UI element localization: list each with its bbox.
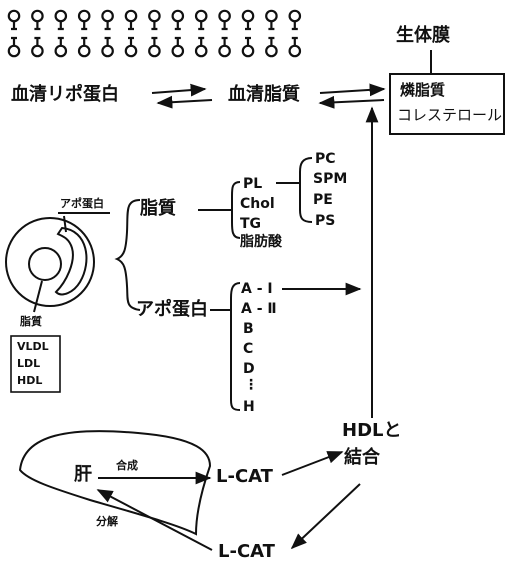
lipid-head-bottom xyxy=(32,46,42,56)
hdl-binding-line2: 結合 xyxy=(344,449,380,467)
lipid-head-top xyxy=(56,11,66,21)
phospholipid-brace xyxy=(276,158,312,222)
apoprotein-c: C xyxy=(243,342,253,356)
lipid-head-top xyxy=(290,11,300,21)
lipid-tail-top xyxy=(268,21,274,29)
lipid-tail-top xyxy=(58,21,64,29)
membrane-cholesterol: コレステロール xyxy=(397,108,502,123)
lipid-head-bottom xyxy=(56,46,66,56)
lipid-tail-top xyxy=(11,21,17,29)
lipoprotein-class-hdl: HDL xyxy=(17,375,42,386)
lipid-head-top xyxy=(243,11,253,21)
liver-label: 肝 xyxy=(74,466,92,484)
branch-lipid: 脂質 xyxy=(140,200,176,218)
serum-lipid-label: 血清脂質 xyxy=(228,86,300,104)
lipid-head-bottom xyxy=(266,46,276,56)
lipid-head-bottom xyxy=(219,46,229,56)
lipid-tail-top xyxy=(105,21,111,29)
lipid-tail-top xyxy=(292,21,298,29)
lipid-tail-top xyxy=(81,21,87,29)
phospholipid-spm: SPM xyxy=(313,172,347,186)
lipid-tail-top xyxy=(198,21,204,29)
lipid-head-top xyxy=(266,11,276,21)
lipid-tail-top xyxy=(128,21,134,29)
lipid-head-bottom xyxy=(149,46,159,56)
lipid-head-bottom xyxy=(126,46,136,56)
lipid-head-bottom xyxy=(196,46,206,56)
hdl-to-lcat-arrow xyxy=(292,484,360,548)
equilibrium-arrow-1 xyxy=(152,89,212,103)
main-brace xyxy=(117,200,140,310)
lipoprotein-class-vldl: VLDL xyxy=(17,341,49,352)
lipid-head-bottom xyxy=(290,46,300,56)
lcat-top-label: L-CAT xyxy=(216,468,273,486)
lipid-tail-top xyxy=(34,21,40,29)
serum-lipoprotein-label: 血清リポ蛋白 xyxy=(11,86,119,104)
lipid-tail-top xyxy=(175,21,181,29)
membrane-phospholipid: 燐脂質 xyxy=(400,83,445,98)
lipid-head-bottom xyxy=(173,46,183,56)
lipid-component-chol: Chol xyxy=(240,197,275,211)
hdl-binding-line1: HDLと xyxy=(342,422,401,440)
phospholipid-ps: PS xyxy=(315,214,335,228)
phospholipid-pe: PE xyxy=(313,193,333,207)
lipid-head-bottom xyxy=(79,46,89,56)
lipoprotein-class-ldl: LDL xyxy=(17,358,40,369)
membrane-label: 生体膜 xyxy=(396,27,450,45)
lcat-to-hdl-arrow xyxy=(282,452,342,475)
lipid-head-top xyxy=(173,11,183,21)
lipid-head-bottom xyxy=(102,46,112,56)
lipid-head-top xyxy=(102,11,112,21)
apoprotein-a2: A - Ⅱ xyxy=(241,302,277,316)
lipid-component-pl: PL xyxy=(243,177,262,191)
equilibrium-arrow-2 xyxy=(320,89,384,103)
apoprotein-a1: A - Ⅰ xyxy=(241,282,273,296)
lipid-head-top xyxy=(32,11,42,21)
lipoprotein-particle xyxy=(6,213,110,312)
lipid-component-fatty-acid: 脂肪酸 xyxy=(240,235,282,249)
lipid-head-top xyxy=(219,11,229,21)
apoprotein-brace xyxy=(210,283,240,410)
lipid-head-top xyxy=(196,11,206,21)
lipid-tail-top xyxy=(245,21,251,29)
lipid-head-top xyxy=(9,11,19,21)
lipid-tail-top xyxy=(151,21,157,29)
particle-apoprotein-label: アポ蛋白 xyxy=(60,198,104,209)
lipid-head-top xyxy=(79,11,89,21)
branch-apoprotein: アポ蛋白 xyxy=(136,301,208,319)
phospholipid-pc: PC xyxy=(315,152,336,166)
lipid-head-top xyxy=(126,11,136,21)
lipid-head-bottom xyxy=(9,46,19,56)
synthesis-label: 合成 xyxy=(116,460,138,471)
degradation-label: 分解 xyxy=(96,516,118,527)
lipid-tail-top xyxy=(222,21,228,29)
apoprotein-ellipsis: ⋮ xyxy=(244,378,258,392)
particle-lipid-label: 脂質 xyxy=(20,316,42,327)
apoprotein-b: B xyxy=(243,322,254,336)
apoprotein-d: D xyxy=(243,362,255,376)
apoprotein-h: H xyxy=(243,400,255,414)
lipid-component-tg: TG xyxy=(240,217,261,231)
lcat-bottom-label: L-CAT xyxy=(218,543,275,561)
lipid-head-top xyxy=(149,11,159,21)
lipid-head-bottom xyxy=(243,46,253,56)
lipid-brace xyxy=(198,182,240,238)
lipid-bilayer xyxy=(9,11,300,56)
